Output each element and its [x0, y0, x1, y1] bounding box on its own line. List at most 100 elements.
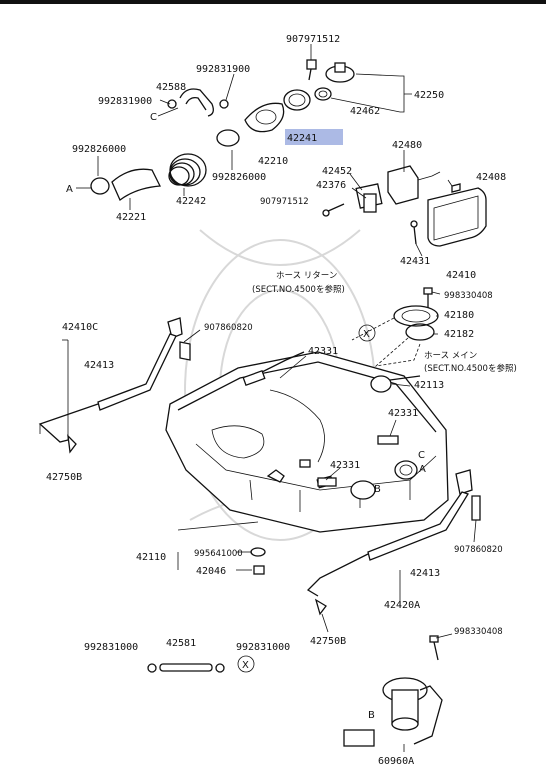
- label-992831000-b: 992831000: [236, 642, 290, 653]
- label-sect-4500-b: (SECT.NO.4500を参照): [424, 363, 517, 374]
- label-60960a: 60960A: [378, 756, 414, 767]
- label-995641000: 995641000: [194, 549, 243, 559]
- leader-lines: [97, 73, 477, 639]
- label-992826000-a: 992826000: [72, 144, 126, 155]
- label-42750b-b: 42750B: [310, 636, 346, 647]
- label-42452: 42452: [322, 166, 352, 177]
- marker-x-mid: [358, 324, 376, 342]
- strap-left-group: [38, 317, 191, 454]
- label-42110: 42110: [136, 552, 166, 563]
- label-42221: 42221: [116, 212, 146, 223]
- label-letter-x-mid: X: [363, 329, 370, 340]
- label-998330408-b: 998330408: [454, 627, 503, 637]
- label-42210: 42210: [258, 156, 288, 167]
- float-42113: [370, 375, 392, 393]
- label-992831900-a: 992831900: [196, 64, 250, 75]
- highlight-42241: [285, 129, 343, 145]
- label-42420a: 42420A: [384, 600, 420, 611]
- clamp-992826000-a: [90, 177, 110, 195]
- gasket-42462: [314, 87, 332, 101]
- pad-42331-b: [377, 435, 399, 445]
- label-hose-main: ホース メイン: [424, 351, 477, 361]
- label-42588: 42588: [156, 82, 186, 93]
- drain-group: [177, 521, 266, 575]
- label-letter-a-left: A: [66, 184, 73, 195]
- label-42750b-a: 42750B: [46, 472, 82, 483]
- label-907971512-top: 907971512: [286, 34, 340, 45]
- clip-42408: [451, 183, 461, 193]
- strap-right-group: [306, 469, 481, 616]
- label-907860820-b: 907860820: [454, 545, 503, 555]
- fuel-tank: [165, 351, 449, 533]
- clamp-992826000-b: [216, 129, 240, 147]
- label-42581: 42581: [166, 638, 196, 649]
- hose-42581-group: [147, 655, 255, 673]
- bolt-907860820-b: [471, 495, 481, 521]
- strap-42413-a: [97, 333, 177, 411]
- part-labels: 907971512 992831900 42588 992831900 C 42…: [46, 34, 517, 767]
- label-letter-x-bottom: X: [242, 660, 249, 671]
- filler-boot: [168, 153, 207, 187]
- cover-42410: [427, 187, 487, 247]
- hose-42221: [111, 168, 162, 202]
- label-42408: 42408: [476, 172, 506, 183]
- label-letter-a-tank: A: [419, 464, 426, 475]
- label-42413-b: 42413: [410, 568, 440, 579]
- bracket-42376: [363, 193, 377, 213]
- bolt-42750b-a: [67, 434, 77, 454]
- label-992831000-a: 992831000: [84, 642, 138, 653]
- label-907971512-mid: 907971512: [260, 197, 309, 207]
- unit-42180: [351, 287, 439, 393]
- ring-42241: [283, 89, 311, 111]
- hose-42588: [179, 88, 214, 117]
- gasket-42182: [405, 323, 435, 341]
- label-998330408-a: 998330408: [444, 291, 493, 301]
- label-letter-b-tank: B: [374, 484, 381, 495]
- label-hose-return: ホース リターン: [276, 271, 337, 281]
- bolt-907971512-mid: [325, 203, 345, 213]
- label-sect-4500-a: (SECT.NO.4500を参照): [252, 284, 345, 295]
- plug-42046: [253, 565, 265, 575]
- label-42180: 42180: [444, 310, 474, 321]
- label-42046: 42046: [196, 566, 226, 577]
- label-42250: 42250: [414, 90, 444, 101]
- sender-group: [322, 165, 487, 247]
- bolt-42750b-b: [314, 598, 327, 616]
- label-42241: 42241: [287, 133, 317, 144]
- washer-995641000: [250, 547, 266, 557]
- label-42331-b: 42331: [388, 408, 418, 419]
- clamp-992831000-a: [147, 663, 157, 673]
- hose-42581: [159, 663, 213, 672]
- label-992826000-b: 992826000: [212, 172, 266, 183]
- clamp-992831000-b: [215, 663, 225, 673]
- label-letter-c-top: C: [150, 112, 157, 123]
- clamp-992831900-a: [167, 99, 177, 109]
- label-letter-c-tank: C: [418, 450, 425, 461]
- label-907860820-a: 907860820: [204, 323, 253, 333]
- bracket-42420a: [455, 469, 473, 495]
- label-42480: 42480: [392, 140, 422, 151]
- label-42462: 42462: [350, 106, 380, 117]
- label-42242: 42242: [176, 196, 206, 207]
- strap-42413-b: [367, 491, 469, 561]
- tank-port-b: [350, 480, 376, 500]
- label-42331-a: 42331: [308, 346, 338, 357]
- label-42413-a: 42413: [84, 360, 114, 371]
- tank-port-a: [394, 460, 418, 480]
- label-letter-b-pump: B: [368, 710, 375, 721]
- label-42431: 42431: [400, 256, 430, 267]
- bolt-907971512-top: [306, 59, 317, 70]
- bracket-42480: [387, 165, 419, 205]
- bolt-907860820-a: [179, 341, 191, 361]
- pad-42331-c: [317, 477, 337, 487]
- top-rule: [0, 0, 546, 4]
- pump-60960a: [343, 635, 443, 752]
- label-42410c: 42410C: [62, 322, 98, 333]
- filler-neck-group: [76, 44, 412, 202]
- label-42331-c: 42331: [330, 460, 360, 471]
- marker-x-bottom: [237, 655, 255, 673]
- filler-flange: [244, 102, 285, 133]
- label-42410: 42410: [446, 270, 476, 281]
